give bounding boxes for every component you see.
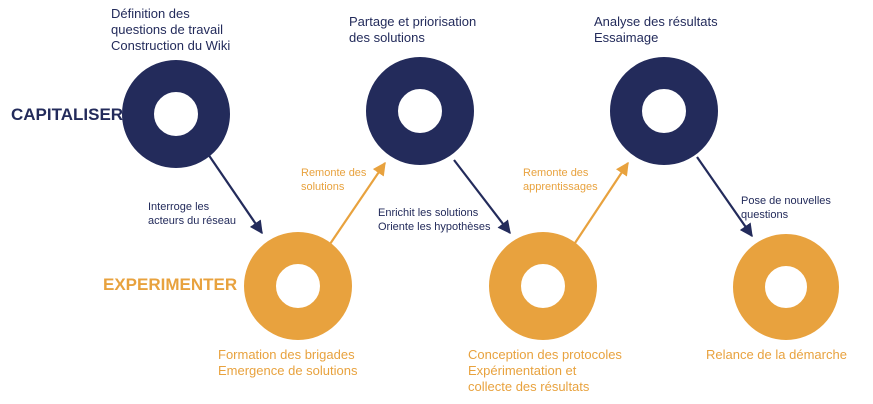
arrow-remonte-apprentissages <box>574 161 629 244</box>
arrow-pose-questions <box>696 156 753 238</box>
label-line: Enrichit les solutions <box>378 207 479 219</box>
row-title-experimenter: EXPERIMENTER <box>103 275 238 294</box>
arrow-label-enrichit: Enrichit les solutions Oriente les hypot… <box>378 206 491 234</box>
arrow-enrichit <box>453 159 511 235</box>
label-line: Définition des <box>111 6 190 21</box>
capitaliser-ring-1 <box>122 60 230 168</box>
label-line: Construction du Wiki <box>111 38 231 53</box>
label-capitaliser-1: Définition des questions de travail Cons… <box>111 6 230 54</box>
label-line: Partage et priorisation <box>349 14 477 29</box>
label-experimenter-2: Conception des protocoles Expérimentatio… <box>468 347 622 395</box>
label-experimenter-3: Relance de la démarche <box>706 347 847 363</box>
experimenter-ring-2 <box>489 232 597 340</box>
label-line: des solutions <box>349 30 425 45</box>
label-line: Interroge les <box>148 201 210 213</box>
experimenter-ring-1 <box>244 232 352 340</box>
label-line: apprentissages <box>523 181 598 193</box>
label-line: Emergence de solutions <box>218 363 358 378</box>
label-line: Pose de nouvelles <box>741 195 831 207</box>
arrow-label-pose-questions: Pose de nouvelles questions <box>741 194 831 222</box>
label-line: questions <box>741 209 789 221</box>
arrow-remonte-solutions <box>329 161 386 245</box>
experimenter-ring-3 <box>733 234 839 340</box>
label-line: Essaimage <box>594 30 659 45</box>
label-capitaliser-3: Analyse des résultats Essaimage <box>594 14 718 46</box>
capitaliser-ring-2 <box>366 57 474 165</box>
label-line: acteurs du réseau <box>148 215 237 227</box>
label-line: Analyse des résultats <box>594 14 718 29</box>
label-line: Conception des protocoles <box>468 347 622 362</box>
label-line: Relance de la démarche <box>706 347 847 362</box>
label-line: solutions <box>301 181 345 193</box>
arrow-label-interroge: Interroge les acteurs du réseau <box>148 200 236 228</box>
arrow-label-remonte-apprentissages: Remonte des apprentissages <box>523 166 598 194</box>
label-line: Oriente les hypothèses <box>378 221 491 233</box>
label-line: questions de travail <box>111 22 224 37</box>
capitaliser-ring-3 <box>610 57 718 165</box>
label-line: Remonte des <box>523 167 589 179</box>
label-line: collecte des résultats <box>468 379 590 394</box>
row-title-capitaliser: CAPITALISER <box>11 105 124 124</box>
arrow-label-remonte-solutions: Remonte des solutions <box>301 166 366 194</box>
arrow-interroge <box>207 153 263 235</box>
label-line: Remonte des <box>301 167 367 179</box>
label-line: Expérimentation et <box>468 363 577 378</box>
label-experimenter-1: Formation des brigades Emergence de solu… <box>218 347 357 379</box>
label-line: Formation des brigades <box>218 347 355 362</box>
label-capitaliser-2: Partage et priorisation des solutions <box>349 14 476 46</box>
